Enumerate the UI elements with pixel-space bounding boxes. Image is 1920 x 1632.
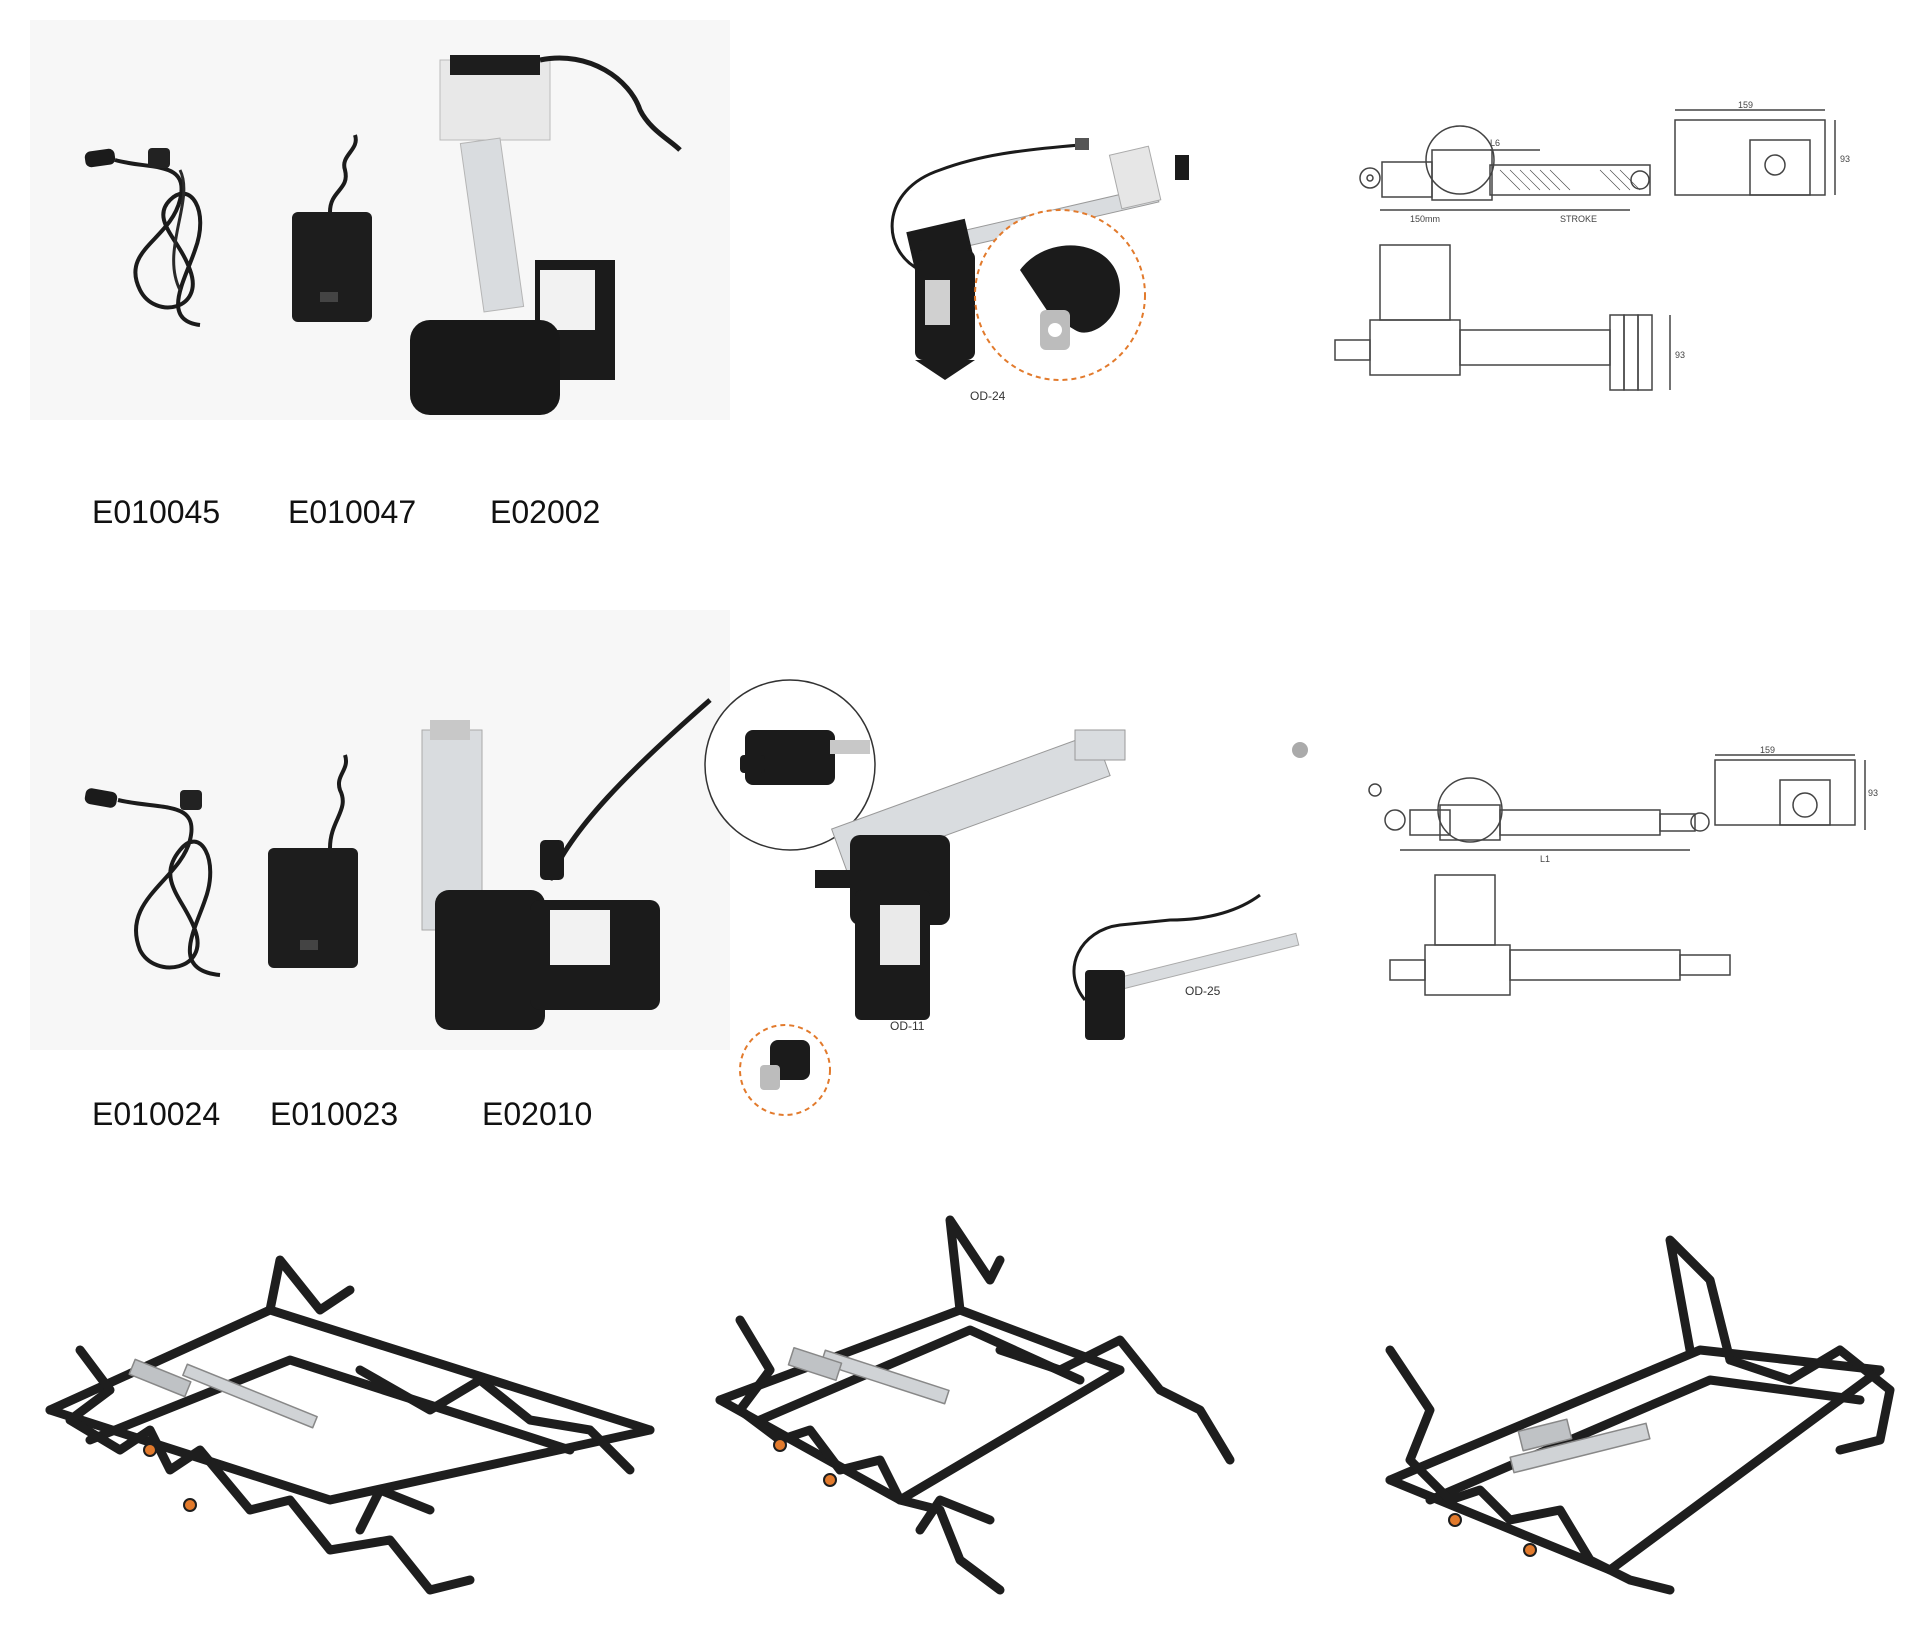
actuator-e02002-image xyxy=(410,55,682,415)
dim-label: L6 xyxy=(1490,138,1500,148)
dim-label: STROKE xyxy=(1560,214,1597,224)
power-adapter-image xyxy=(292,134,372,322)
product-code-3: E02002 xyxy=(490,494,601,530)
product-code-6: E02010 xyxy=(482,1096,593,1132)
product-code-2: E010047 xyxy=(288,494,417,530)
dim-label: 150mm xyxy=(1410,214,1440,224)
od11-od25-actuator-photo: OD-11 OD-25 xyxy=(700,670,1320,1130)
power-cord-image xyxy=(84,788,221,977)
model-label-od24: OD-24 xyxy=(970,389,1006,403)
product-code-1: E010045 xyxy=(92,494,221,530)
model-label-od25: OD-25 xyxy=(1185,984,1221,998)
model-label-od11: OD-11 xyxy=(890,1019,925,1033)
dim-label: 93 xyxy=(1675,350,1685,360)
row2-technical-drawing: 159 L1 93 xyxy=(1360,745,1880,1020)
actuator-e02010-image xyxy=(421,698,712,1030)
recliner-mechanism-1-photo xyxy=(30,1250,655,1620)
row1-product-photo xyxy=(30,20,730,420)
product-code-5: E010023 xyxy=(270,1096,399,1132)
recliner-mechanism-2-photo xyxy=(700,1200,1280,1620)
power-cord-image xyxy=(84,148,203,327)
dim-label: 93 xyxy=(1868,788,1878,798)
dim-label: L1 xyxy=(1540,854,1550,864)
recliner-mechanism-3-photo xyxy=(1370,1220,1910,1620)
row1-technical-drawing: L6 150mm STROKE 159 93 93 xyxy=(1330,100,1890,410)
dim-label: 93 xyxy=(1840,154,1850,164)
power-adapter-image xyxy=(268,754,358,968)
row2-product-photo xyxy=(30,610,730,1050)
dim-label: 159 xyxy=(1738,100,1753,110)
product-code-4: E010024 xyxy=(92,1096,221,1132)
dim-label: 159 xyxy=(1760,745,1775,755)
od24-actuator-photo: OD-24 xyxy=(860,130,1220,430)
